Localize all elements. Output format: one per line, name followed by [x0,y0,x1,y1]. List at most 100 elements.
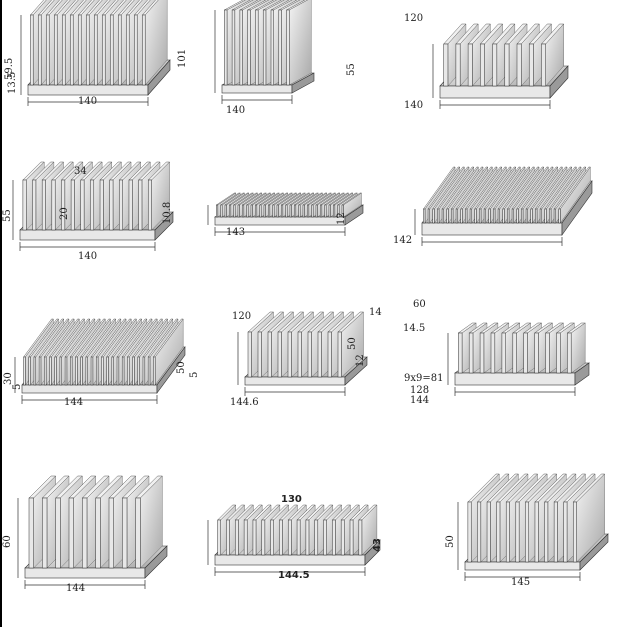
profile-3-fin [455,43,461,87]
profile-6-fin [427,208,430,224]
dim-base: 5 [12,383,23,390]
profile-12-fin [573,501,577,563]
profile-11-fin [287,519,292,556]
profile-10-fin [28,497,34,569]
profile-2-fin [224,9,228,86]
profile-11-fin [349,519,354,556]
dim-height: 50 [347,337,358,350]
dim-height: 60 [2,535,13,548]
profile-4-fin [51,179,56,231]
profile-3-fin [480,43,485,87]
dim-slot: 34 [74,166,87,177]
profile-1-fin [110,14,114,86]
profile-11-fin [323,519,327,556]
profile-2-fin [278,9,282,86]
profile-6-fin [549,208,552,224]
profile-9-fin [534,332,539,374]
dim-width: 140 [404,100,424,111]
profile-6-fin [437,208,440,224]
profile-12-base-side [579,533,609,571]
profile-5-fin [328,204,331,218]
dim-height: 50 [445,535,456,548]
profile-11-fin [270,519,274,556]
profile-2-fin [239,9,243,86]
profile-5-fin [285,204,288,218]
profile-12-fin [505,501,510,563]
profile-12-fin [477,501,482,563]
profile-1-fin [30,14,34,86]
profile-3-fin [541,43,546,87]
profile-5-fin [276,204,279,218]
profile-6-fin [516,208,519,224]
profile-9-fin [523,332,528,374]
profile-7-fin [142,356,146,386]
profile-10-fin [82,497,88,569]
dim-inner-width: 128 [410,385,430,396]
profile-1-base [27,84,149,96]
profile-8-fin [277,331,282,378]
profile-6-fin [483,208,486,224]
profile-5-fin [224,204,227,218]
profile-7-fin [80,356,83,386]
profile-4-fin [148,179,152,231]
profile-1-fin [142,14,146,86]
profile-12-fin [496,501,501,563]
profile-6-fin [460,208,463,224]
profile-7-fin [49,356,52,386]
profile-11-fin [261,519,266,556]
profile-2-fin [270,9,274,86]
profile-5-fin [259,204,262,218]
dim-width: 144 [66,583,86,594]
dim-height: 43 [372,538,383,552]
profile-10-fin [135,497,141,569]
profile-5-fin [255,204,258,218]
profile-7-fin [54,356,57,386]
profile-8-fin [267,331,272,378]
profile-2-fin [286,9,290,86]
dim-width: 143 [226,227,246,238]
dim-edge: 14 [369,307,382,318]
profile-1-base-side [147,59,171,96]
profile-1-fin [46,14,50,86]
profile-7-fin [106,356,109,386]
profile-3-fin [492,43,498,87]
profile-5-fin [315,204,318,218]
profile-6-fin [493,208,496,224]
profile-12-base [464,561,581,571]
profile-6-fin [455,208,458,224]
profile-2-fin [262,9,267,86]
profile-8-fin [317,331,322,378]
profile-9-fin [501,332,506,374]
profile-5-fin [320,204,323,218]
profile-12-fin [534,501,539,563]
dim-width: 144 [410,395,430,406]
profile-6-fin [525,208,528,224]
profile-3-fin [443,43,449,87]
profile-8-fin [327,331,332,378]
profile-11-fin [305,519,310,556]
profile-5-fin [268,204,271,218]
profile-11-fin [296,519,301,556]
profile-2-base-side [291,72,315,94]
dim-width: 140 [78,251,98,262]
profile-6-fin [502,208,505,224]
dim-height: 101 [177,48,188,68]
profile-4-fin [70,179,75,231]
profile-7-fin [101,356,104,386]
profile-1-fin [102,14,106,86]
profile-6-fin [497,208,500,224]
profile-5-base [214,216,346,226]
profile-9-fin [479,332,485,374]
dim-base: 12 [355,354,366,367]
profile-5-fin [302,204,305,218]
profile-7-fin [44,356,47,386]
profile-6-fin [558,208,561,224]
profile-10-fin [108,497,114,569]
profile-8-base-side [344,356,368,386]
profile-10-fin [42,497,48,569]
profile-6-fin [479,208,482,224]
dim-depth: 20 [59,207,70,220]
profile-12-fin [486,501,491,563]
profile-6-fin [465,208,468,224]
